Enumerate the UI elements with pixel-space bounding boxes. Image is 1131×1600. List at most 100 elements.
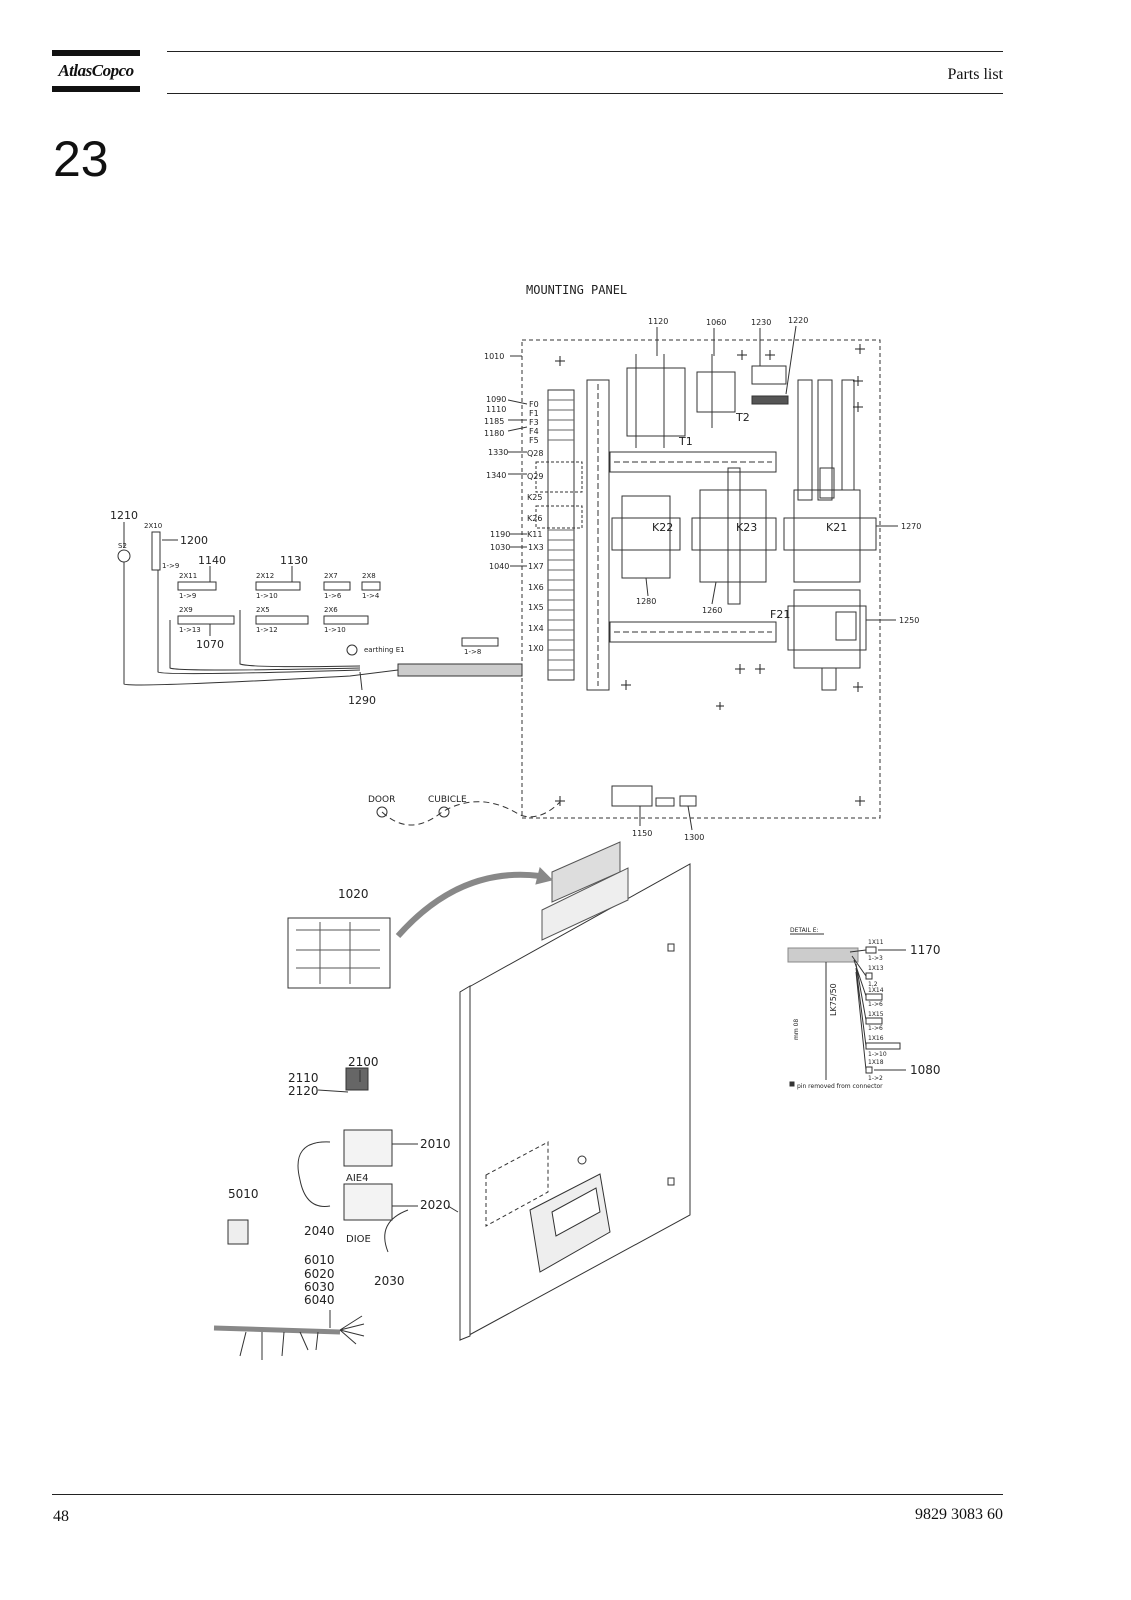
label-f21: F21 xyxy=(770,608,790,621)
ref-2120: 2120 xyxy=(288,1084,319,1098)
ref-1210: 1210 xyxy=(110,509,138,522)
contactor-k22 xyxy=(621,495,671,579)
ref-6020: 6020 xyxy=(304,1267,335,1281)
rail-k25: K25 xyxy=(527,493,542,502)
label-cubicle: CUBICLE xyxy=(428,795,467,805)
ref-2020: 2020 xyxy=(420,1198,451,1212)
ref-1150: 1150 xyxy=(632,829,652,838)
detail-1x11-range: 1->3 xyxy=(868,955,883,962)
document-number: 9829 3083 60 xyxy=(915,1506,1003,1523)
ref-2030: 2030 xyxy=(374,1274,405,1288)
ref-1110: 1110 xyxy=(486,405,506,414)
detail-1x11: 1X11 xyxy=(868,939,884,946)
ref-6010: 6010 xyxy=(304,1253,335,1267)
label-dioe: DIOE xyxy=(346,1234,371,1245)
ref-1030: 1030 xyxy=(490,543,510,552)
detail-1x16-range: 1->10 xyxy=(868,1051,887,1058)
detail-1x14: 1X14 xyxy=(868,987,884,994)
ref-1130: 1130 xyxy=(280,554,308,567)
ref-1190: 1190 xyxy=(490,530,510,539)
ref-1090: 1090 xyxy=(486,395,506,404)
connector-2x10 xyxy=(151,531,161,571)
fuse-f3: F3 xyxy=(529,418,539,427)
din-rail-upper xyxy=(609,451,777,473)
ref-1300: 1300 xyxy=(684,833,704,842)
detail-title: DETAIL E: xyxy=(790,927,819,934)
label-2x11-range: 1->9 xyxy=(179,592,196,600)
component-5010 xyxy=(227,1219,249,1245)
contactor-k21 xyxy=(793,489,861,583)
ref-1185: 1185 xyxy=(484,417,504,426)
page-number: 48 xyxy=(53,1508,69,1525)
logo-bar-top xyxy=(52,50,140,56)
rail-1x5: 1X5 xyxy=(528,603,544,612)
door-panel xyxy=(459,863,691,1341)
ref-1180: 1180 xyxy=(484,429,504,438)
label-1x0-range: 1->8 xyxy=(464,648,481,656)
mounting-panel-outline xyxy=(521,339,881,819)
detail-1x18-range: 1->2 xyxy=(868,1075,883,1082)
rail-k11: K11 xyxy=(527,530,542,539)
detail-e xyxy=(787,933,906,1087)
ref-1080: 1080 xyxy=(910,1063,941,1077)
ref-1250: 1250 xyxy=(899,616,919,625)
ref-1220: 1220 xyxy=(788,316,808,325)
detail-1x13: 1X13 xyxy=(868,965,884,972)
ref-2100: 2100 xyxy=(348,1055,379,1069)
label-t2: T2 xyxy=(735,411,750,424)
rail-1x6: 1X6 xyxy=(528,583,544,592)
label-2x6-range: 1->10 xyxy=(324,626,346,634)
ref-1260: 1260 xyxy=(702,606,722,615)
ref-2110: 2110 xyxy=(288,1071,319,1085)
label-2x8-range: 1->4 xyxy=(362,592,380,600)
breaker-f21 xyxy=(793,589,861,669)
fuse-f1: F1 xyxy=(529,409,539,418)
ref-1010: 1010 xyxy=(484,352,504,361)
label-1150 xyxy=(611,785,653,807)
panel-title: MOUNTING PANEL xyxy=(526,283,627,297)
wire-harness xyxy=(397,663,523,677)
fuse-f0: F0 xyxy=(529,400,539,409)
ref-1330: 1330 xyxy=(488,448,508,457)
transformer-t1 xyxy=(626,367,686,437)
detail-1x13-range: 1,2 xyxy=(868,981,878,988)
component-2100 xyxy=(345,1067,369,1091)
ref-1020: 1020 xyxy=(338,887,369,901)
ref-1140: 1140 xyxy=(198,554,226,567)
header-rule-bottom xyxy=(167,93,1003,94)
label-2x9-range: 1->13 xyxy=(179,626,201,634)
ref-1070: 1070 xyxy=(196,638,224,651)
terminal-strip xyxy=(547,389,575,681)
label-s2: S2 xyxy=(118,542,127,550)
ref-2040: 2040 xyxy=(304,1224,335,1238)
ref-1120: 1120 xyxy=(648,317,668,326)
ref-1340: 1340 xyxy=(486,471,506,480)
label-k22: K22 xyxy=(652,521,673,534)
ref-1230: 1230 xyxy=(751,318,771,327)
detail-1x18: 1X18 xyxy=(868,1059,884,1066)
ref-1170: 1170 xyxy=(910,943,941,957)
detail-1x14-range: 1->6 xyxy=(868,1001,883,1008)
wiring-diagram-1020 xyxy=(287,917,391,989)
ref-2010: 2010 xyxy=(420,1137,451,1151)
ref-1040: 1040 xyxy=(489,562,509,571)
label-2x8: 2X8 xyxy=(362,572,376,580)
module-dioe xyxy=(343,1183,393,1221)
rail-1x3: 1X3 xyxy=(528,543,544,552)
detail-cable-label: LK75/50 xyxy=(829,983,838,1016)
ref-1200: 1200 xyxy=(180,534,208,547)
module-1230 xyxy=(751,365,787,385)
label-k21: K21 xyxy=(826,521,847,534)
detail-cable-label-2: mm 08 xyxy=(793,1019,800,1040)
ref-5010: 5010 xyxy=(228,1187,259,1201)
rail-q28: Q28 xyxy=(527,449,543,458)
document-sheet-2 xyxy=(541,867,629,941)
header-rule-top xyxy=(167,51,1003,52)
detail-1x15-range: 1->6 xyxy=(868,1025,883,1032)
label-2x7: 2X7 xyxy=(324,572,338,580)
rail-1x0: 1X0 xyxy=(528,644,544,653)
label-2x10-range: 1->9 xyxy=(162,562,179,570)
fuse-f4: F4 xyxy=(529,427,539,436)
rail-1x4: 1X4 xyxy=(528,624,544,633)
